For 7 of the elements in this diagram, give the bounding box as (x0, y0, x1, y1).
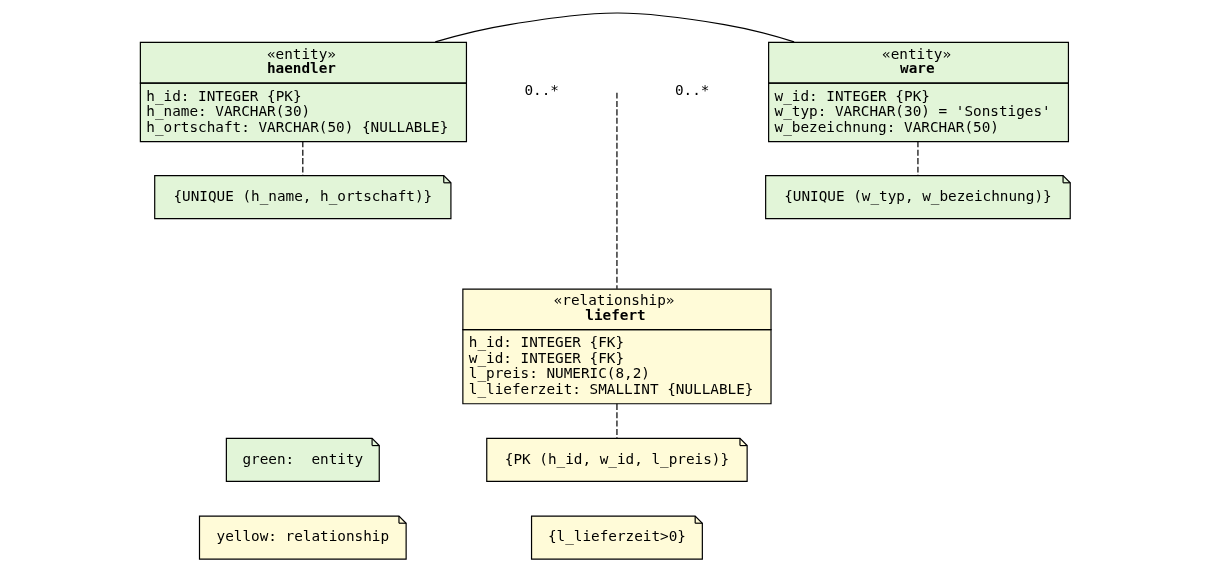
connector (301, 140, 303, 176)
label: 0..* (523, 82, 559, 99)
label: 0..* (674, 82, 709, 99)
connector (615, 403, 618, 439)
connector (916, 140, 919, 176)
connector (434, 12, 795, 43)
connector (615, 92, 618, 290)
